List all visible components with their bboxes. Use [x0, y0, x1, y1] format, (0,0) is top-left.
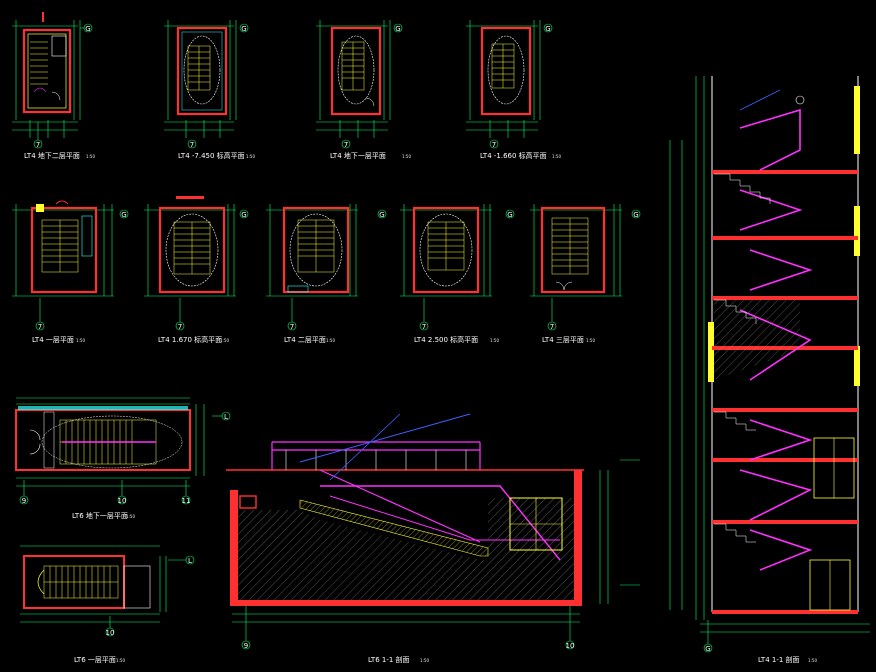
plan-row2-1: G 7 LT4 一层平面 1:50 [12, 200, 129, 344]
plan-row1-4: G 7 LT4 -1.660 标高平面 1:50 [466, 20, 561, 160]
plan-row2-4: G 7 LT4 2.500 标高平面 1:50 [400, 204, 515, 344]
axis-bottom-label: 7 [422, 323, 426, 331]
axis-bottom-label: 7 [190, 141, 194, 149]
plan-title: LT4 2.500 标高平面 [414, 335, 478, 344]
plan-scale: 1:50 [126, 514, 135, 519]
axis-right-label: G [241, 211, 246, 219]
axis-right-label: G [85, 25, 90, 33]
plan-row2-5: G 7 LT4 三层平面 1:50 [530, 204, 641, 344]
plan-title: LT4 三层平面 [542, 336, 584, 344]
section-title: LT6 1-1 剖面 [368, 655, 410, 664]
axis-bottom-label: 7 [38, 323, 42, 331]
plan-scale: 1:50 [76, 338, 85, 343]
plan-scale: 1:50 [490, 338, 499, 343]
plan-row2-2: G 7 LT4 1.670 标高平面 1:50 [144, 196, 249, 344]
plan-scale: 1:50 [402, 154, 411, 159]
plan-title: LT4 一层平面 [32, 336, 74, 344]
axis-bottom-label: 7 [178, 323, 182, 331]
axis-11-label: 11 [182, 497, 191, 505]
axis-10-label: 10 [106, 629, 115, 637]
axis-right-label: G [379, 211, 384, 219]
axis-right-label: G [507, 211, 512, 219]
axis-bottom-label: 7 [36, 141, 40, 149]
plan-row2-3: G 7 LT4 二层平面 1:50 [266, 204, 387, 344]
plan-scale: 1:50 [552, 154, 561, 159]
plan-title: LT4 1.670 标高平面 [158, 335, 222, 344]
section-scale: 1:50 [420, 658, 429, 663]
axis-9-label: 9 [244, 642, 248, 650]
plan-scale: 1:50 [220, 338, 229, 343]
axis-bottom-label: 7 [492, 141, 496, 149]
plan-title: LT6 地下一层平面 [72, 511, 128, 520]
plan-scale: 1:50 [246, 154, 255, 159]
plan-scale: 1:50 [326, 338, 335, 343]
axis-right-label: G [121, 211, 126, 219]
plan-title: LT6 一层平面 [74, 656, 116, 664]
axis-right-label: G [395, 25, 400, 33]
plan-title: LT4 -1.660 标高平面 [480, 151, 547, 160]
plan-scale: 1:50 [116, 658, 125, 663]
plan-title: LT4 -7.450 标高平面 [178, 151, 245, 160]
axis-L-label: L [224, 413, 228, 421]
plan-title: LT4 地下一层平面 [330, 151, 386, 160]
plan-title: LT4 地下二层平面 [24, 151, 80, 160]
axis-bottom-label: 7 [344, 141, 348, 149]
axis-right-label: G [545, 25, 550, 33]
lt6-ground-plan: 10 L LT6 一层平面 1:50 [20, 545, 195, 664]
axis-right-label: G [241, 25, 246, 33]
section-title: LT4 1-1 剖面 [758, 655, 800, 664]
plan-row1-2: G 7 LT4 -7.450 标高平面 1:50 [164, 20, 255, 160]
lt4-section: G LT4 1-1 剖面 1:50 [669, 76, 870, 664]
axis-right-label: G [633, 211, 638, 219]
plan-row1-1: G 7 LT4 地下二层平面 1:50 [12, 12, 95, 160]
axis-10-label: 10 [118, 497, 127, 505]
lt6-section: 9 10 LT6 1-1 剖面 1:50 [226, 413, 640, 664]
axis-bottom-label: 7 [550, 323, 554, 331]
section-scale: 1:50 [808, 658, 817, 663]
axis-10-label: 10 [566, 642, 575, 650]
lt6-basement-plan: 9 10 11 L LT6 地下一层平面 1:50 [15, 397, 231, 520]
axis-bottom-label: 7 [290, 323, 294, 331]
axis-G-label: G [705, 645, 710, 653]
axis-L-label: L [188, 557, 192, 565]
axis-9-label: 9 [22, 497, 26, 505]
plan-scale: 1:50 [86, 154, 95, 159]
plan-row1-3: G 7 LT4 地下一层平面 1:50 [316, 20, 411, 160]
plan-title: LT4 二层平面 [284, 336, 326, 344]
plan-scale: 1:50 [586, 338, 595, 343]
